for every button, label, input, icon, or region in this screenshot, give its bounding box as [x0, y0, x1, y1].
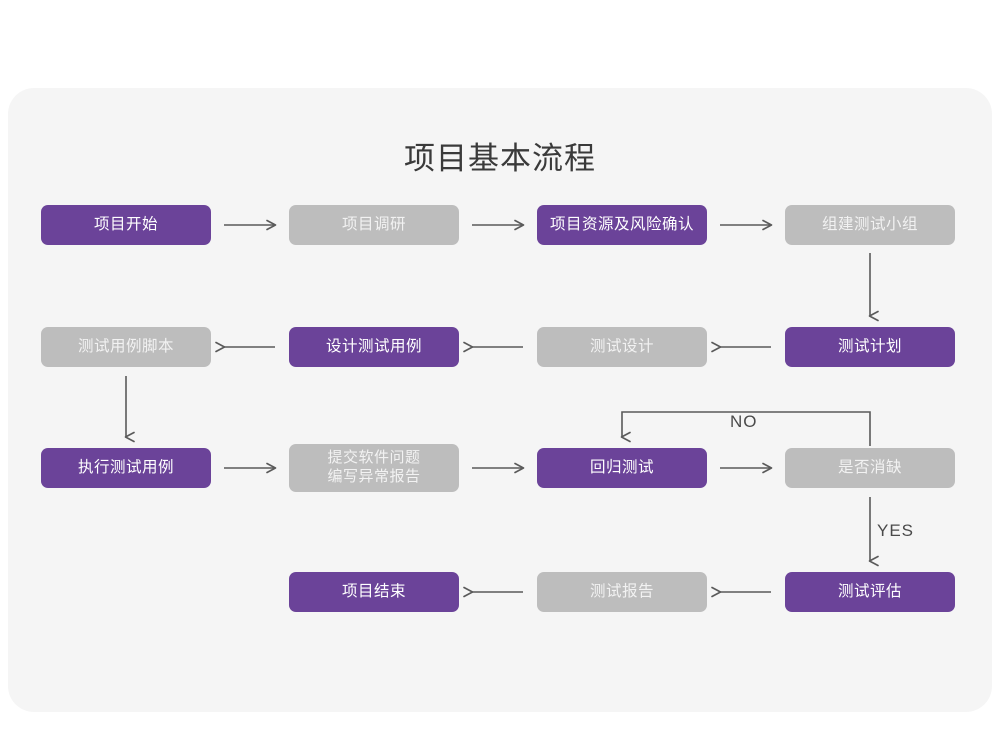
node-label: 是否消缺 [837, 459, 902, 477]
node-form-test-team[interactable]: 组建测试小组 [785, 205, 955, 245]
node-submit-issue-report[interactable]: 提交软件问题 编写异常报告 [289, 444, 459, 492]
node-label: 项目调研 [341, 216, 406, 234]
edge-label-yes: YES [877, 521, 915, 540]
node-label: 测试设计 [589, 338, 654, 356]
node-label: 测试用例脚本 [77, 338, 174, 356]
node-label: 组建测试小组 [821, 216, 918, 234]
node-label: 测试评估 [837, 583, 902, 601]
node-design-test-case[interactable]: 设计测试用例 [289, 327, 459, 367]
node-regression-test[interactable]: 回归测试 [537, 448, 707, 488]
node-label: 回归测试 [589, 459, 654, 477]
node-label: 设计测试用例 [325, 338, 422, 356]
edge-label-no: NO [730, 412, 758, 431]
page-title-text: 项目基本流程 [404, 141, 596, 176]
node-test-evaluation[interactable]: 测试评估 [785, 572, 955, 612]
node-project-start[interactable]: 项目开始 [41, 205, 211, 245]
node-execute-test-case[interactable]: 执行测试用例 [41, 448, 211, 488]
node-test-case-script[interactable]: 测试用例脚本 [41, 327, 211, 367]
node-label: 测试计划 [837, 338, 902, 356]
node-test-report[interactable]: 测试报告 [537, 572, 707, 612]
node-label: 执行测试用例 [77, 459, 174, 477]
node-label: 测试报告 [589, 583, 654, 601]
node-project-research[interactable]: 项目调研 [289, 205, 459, 245]
node-label: 项目结束 [341, 583, 406, 601]
flowchart-card [8, 88, 992, 712]
node-label: 项目开始 [93, 216, 158, 234]
node-test-design[interactable]: 测试设计 [537, 327, 707, 367]
node-test-plan[interactable]: 测试计划 [785, 327, 955, 367]
node-resource-risk-confirm[interactable]: 项目资源及风险确认 [537, 205, 707, 245]
page-title: 项目基本流程 [0, 133, 1000, 178]
node-defect-cleared[interactable]: 是否消缺 [785, 448, 955, 488]
node-label: 项目资源及风险确认 [549, 216, 694, 234]
node-label: 提交软件问题 编写异常报告 [327, 449, 421, 485]
node-project-end[interactable]: 项目结束 [289, 572, 459, 612]
